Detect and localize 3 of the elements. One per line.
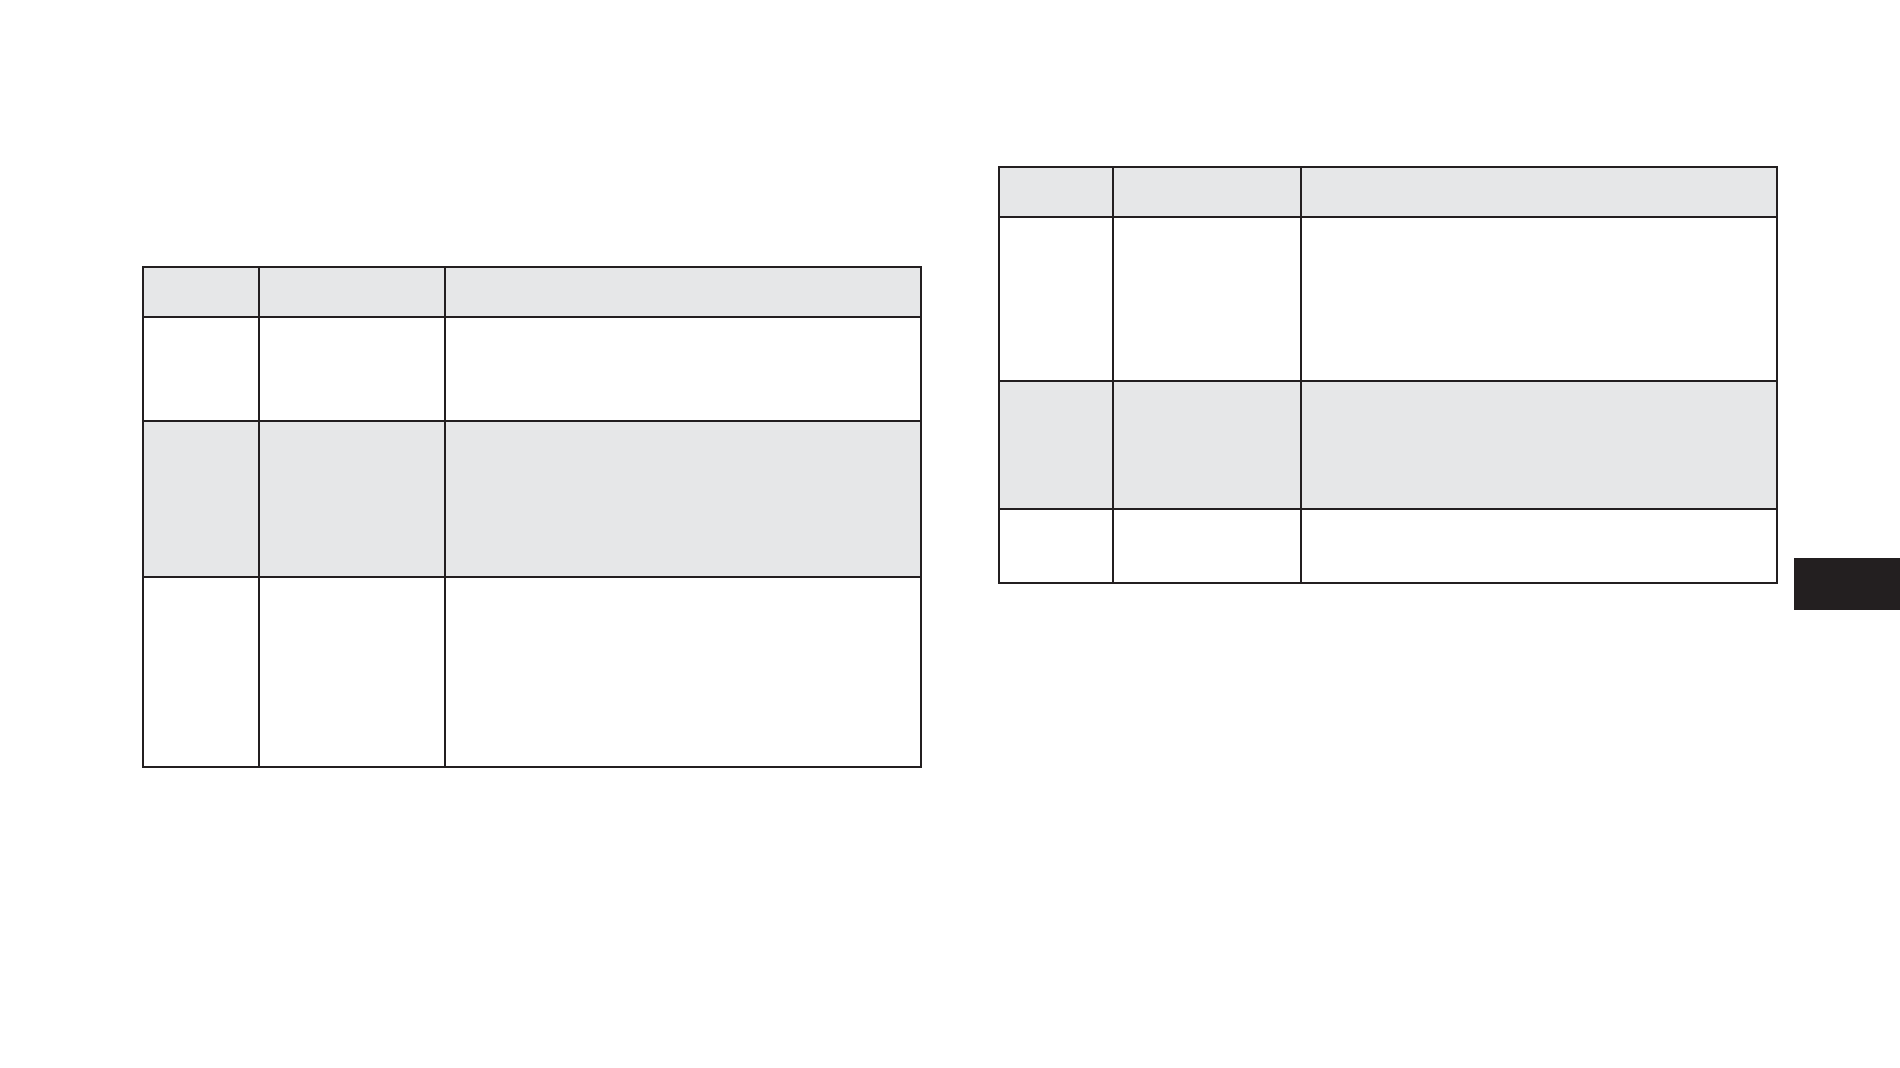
empty-table — [998, 166, 1778, 584]
empty-table — [142, 266, 922, 768]
section-tab — [1794, 558, 1900, 610]
